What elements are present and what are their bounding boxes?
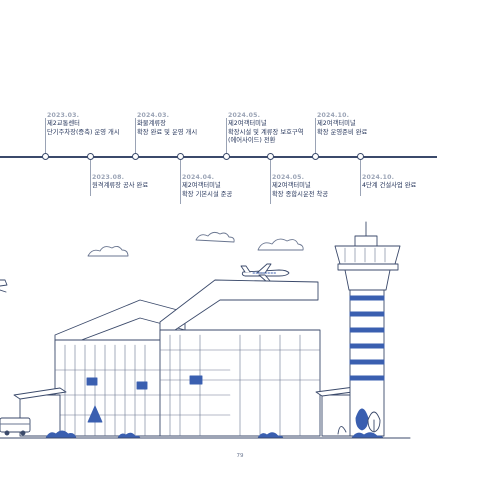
cloud-left <box>87 245 129 257</box>
milestone-text: 확장 종합시운전 착공 <box>272 190 329 198</box>
milestone-2023-03: 2023.03. 제2교통센터 단기주차장(증축) 운영 개시 <box>47 112 120 137</box>
milestone-date: 2023.03. <box>47 112 80 119</box>
bus <box>0 417 31 436</box>
milestone-2024-04: 2024.04. 제2여객터미널 확장 기본시설 준공 <box>182 174 232 199</box>
timeline-stem <box>270 160 271 204</box>
cloud-center <box>195 231 235 243</box>
milestone-2024-05-b: 2024.05. 제2여객터미널 확장 종합시운전 착공 <box>272 174 328 199</box>
milestone-text: 제2여객터미널 <box>182 182 221 189</box>
timeline-node <box>87 153 94 160</box>
timeline-stem <box>360 160 361 196</box>
milestone-2024-03: 2024.03. 화물계류장 확장 완료 및 운영 개시 <box>137 112 197 137</box>
timeline-stem <box>135 118 136 154</box>
milestone-text: 원격계류장 공사 완료 <box>92 182 149 189</box>
milestone-date: 2024.10. <box>317 112 350 119</box>
timeline-node <box>357 153 364 160</box>
timeline-node <box>223 153 230 160</box>
milestone-text: 제2여객터미널 <box>228 120 267 127</box>
milestone-date: 2024.03. <box>137 112 170 119</box>
milestone-2023-08: 2023.08. 원격계류장 공사 완료 <box>92 174 148 191</box>
timeline-node <box>177 153 184 160</box>
milestone-text: 확장 운영준비 완료 <box>317 128 368 136</box>
milestone-date: 2024.05. <box>272 174 305 181</box>
milestone-date: 2024.04. <box>182 174 215 181</box>
timeline-stem <box>315 118 316 154</box>
page-number: 79 <box>236 453 244 459</box>
control-tower <box>334 221 401 437</box>
milestone-date: 2024.10. <box>362 174 395 181</box>
timeline-stem <box>226 118 227 154</box>
milestone-2024-10-b: 2024.10. 4단계 건설사업 완료 <box>362 174 416 191</box>
milestone-text: 확장 완료 및 운영 개시 <box>137 128 198 136</box>
milestone-2024-10-a: 2024.10. 제2여객터미널 확장 운영준비 완료 <box>317 112 367 137</box>
milestone-date: 2023.08. <box>92 174 125 181</box>
airplane-icon <box>240 263 290 283</box>
milestone-text: 4단계 건설사업 완료 <box>362 182 417 189</box>
timeline-line <box>0 156 437 158</box>
timeline-node <box>267 153 274 160</box>
airport-illustration <box>0 221 411 439</box>
timeline-node <box>132 153 139 160</box>
timeline-stem <box>180 160 181 204</box>
timeline-node <box>42 153 49 160</box>
milestone-text: 확장 기본시설 준공 <box>182 190 233 198</box>
timeline-stem <box>90 160 91 196</box>
cloud-right <box>257 238 304 251</box>
milestone-text: 제2교통센터 <box>47 120 80 127</box>
milestone-text: 화물계류장 <box>137 120 166 127</box>
milestone-text: 제2여객터미널 <box>272 182 311 189</box>
milestone-text: 확장시설 및 계류장 보호구역 <box>228 128 304 136</box>
milestone-2024-05-a: 2024.05. 제2여객터미널 확장시설 및 계류장 보호구역 (에어사이드)… <box>228 112 304 146</box>
milestone-text: 제2여객터미널 <box>317 120 356 127</box>
milestone-text: 단기주차장(증축) 운영 개시 <box>47 128 120 136</box>
milestone-date: 2024.05. <box>228 112 261 119</box>
timeline-stem <box>45 118 46 154</box>
timeline-node <box>312 153 319 160</box>
milestone-text: (에어사이드) 전환 <box>228 137 276 145</box>
